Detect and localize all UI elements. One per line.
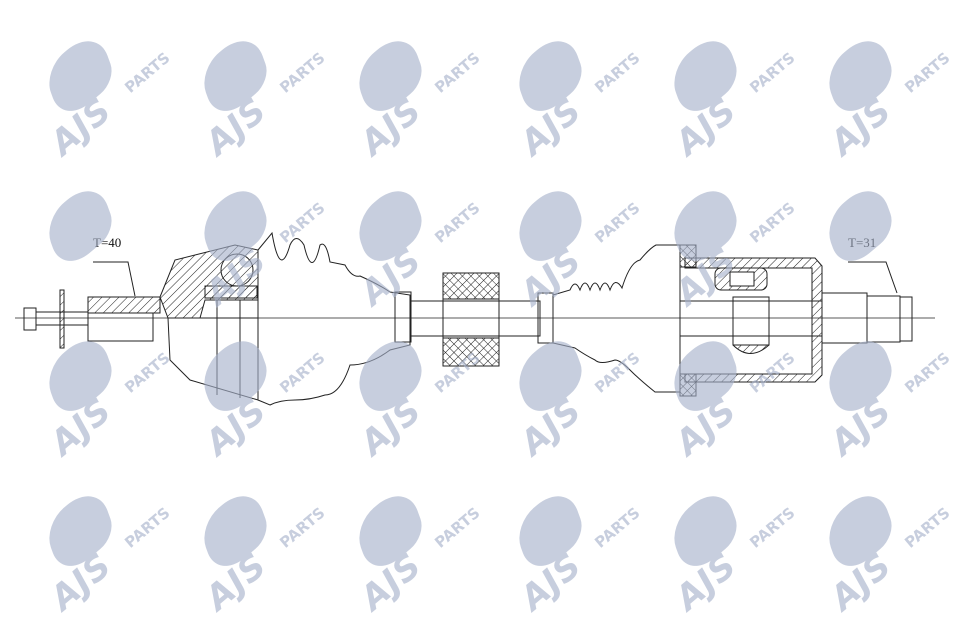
outer-boot	[257, 231, 411, 406]
bolt	[23, 307, 89, 331]
outer-cv-stub	[87, 296, 161, 342]
spline-label-left: T=40	[93, 235, 121, 250]
boot-clamp	[394, 291, 412, 343]
inner-tripod-joint	[679, 244, 823, 397]
inner-boot	[552, 244, 681, 393]
leader-left	[93, 261, 136, 297]
leader-right	[848, 261, 898, 294]
damper-weight	[442, 272, 500, 367]
outer-cv-joint	[159, 244, 259, 401]
shaft-left	[409, 300, 541, 337]
spline-label-right: T=31	[848, 235, 876, 250]
washer	[59, 289, 65, 349]
